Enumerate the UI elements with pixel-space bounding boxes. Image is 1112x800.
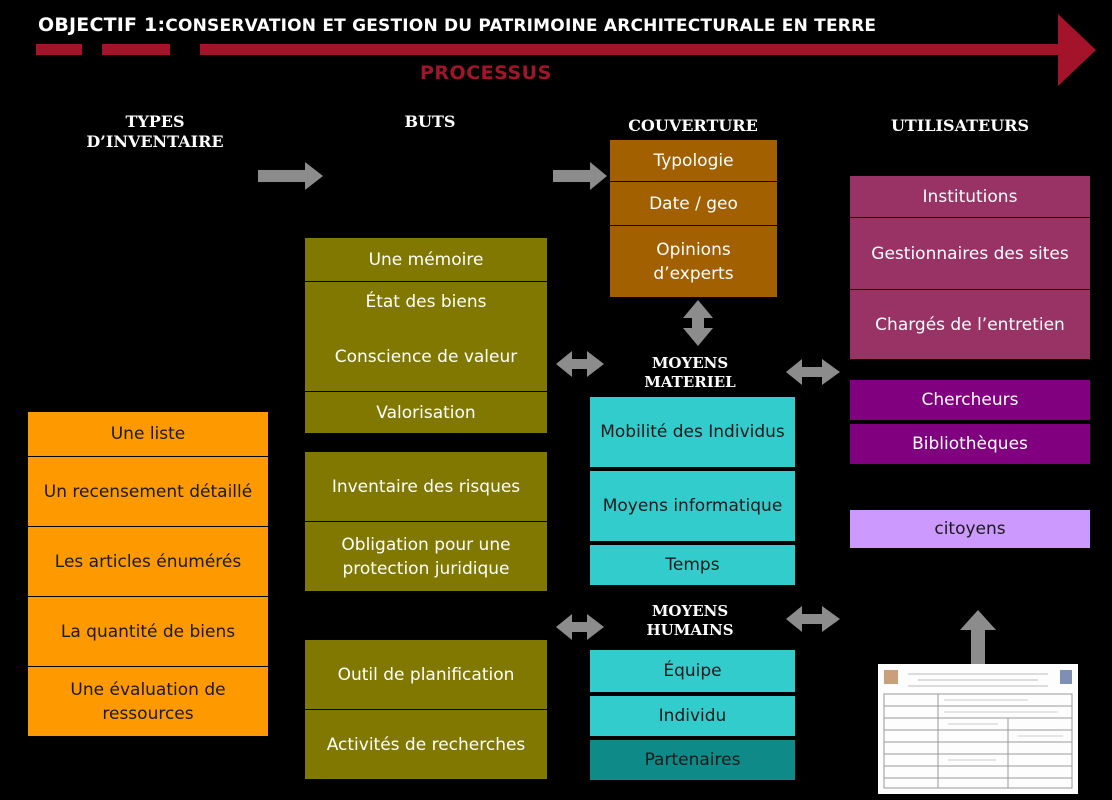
utilisateurs-item: Institutions xyxy=(850,176,1090,218)
utilisateurs-item: citoyens xyxy=(850,510,1090,548)
types-item: La quantité de biens xyxy=(28,597,268,667)
utilisateurs-item: Bibliothèques xyxy=(850,424,1090,464)
header-types-text: TYPES D’INVENTAIRE xyxy=(86,112,224,151)
moyens-humains-label: MOYENS HUMAINS xyxy=(646,602,734,639)
buts-item: Une mémoire xyxy=(305,238,547,282)
utilisateurs-item: Chargés de l’entretien xyxy=(850,290,1090,360)
title-subject: CONSERVATION ET GESTION DU PATRIMOINE AR… xyxy=(165,16,877,36)
arrow-humains-utilisateurs xyxy=(786,606,840,632)
couverture-item: Date / geo xyxy=(610,182,777,226)
diagram-title: OBJECTIF 1:CONSERVATION ET GESTION DU PA… xyxy=(38,14,876,36)
buts-item: Conscience de valeur xyxy=(305,322,547,392)
couverture-item: Opinions d’experts xyxy=(610,226,777,298)
utilisateurs-item: Chercheurs xyxy=(850,380,1090,420)
header-buts: BUTS xyxy=(404,112,456,131)
couverture-item: Typologie xyxy=(610,140,777,182)
buts-item: Obligation pour une protection juridique xyxy=(305,522,547,592)
arrow-types-to-buts xyxy=(258,162,323,190)
materiel-item: Moyens informatique xyxy=(590,471,795,543)
moyens-materiel-label: MOYENS MATERIEL xyxy=(644,354,736,391)
buts-item: État des biens xyxy=(305,282,547,322)
inventory-form-drawing xyxy=(883,670,1073,789)
materiel-item: Temps xyxy=(590,545,795,585)
humains-item: Équipe xyxy=(590,650,795,694)
utilisateurs-item: Gestionnaires des sites xyxy=(850,218,1090,290)
arrow-materiel-utilisateurs xyxy=(786,359,840,385)
title-objective: OBJECTIF 1: xyxy=(38,14,166,36)
types-item: Une évaluation de ressources xyxy=(28,667,268,737)
arrow-buts-humains xyxy=(556,614,604,640)
arrow-couverture-materiel xyxy=(683,300,713,346)
accent-bar-2 xyxy=(102,44,170,55)
header-couverture: COUVERTURE xyxy=(628,116,758,135)
types-item: Un recensement détaillé xyxy=(28,457,268,527)
arrow-buts-materiel xyxy=(556,351,604,377)
buts-item: Valorisation xyxy=(305,392,547,434)
process-label: PROCESSUS xyxy=(420,62,552,84)
header-utilisateurs: UTILISATEURS xyxy=(890,116,1030,135)
accent-bar-1 xyxy=(36,44,82,55)
buts-item: Activités de recherches xyxy=(305,710,547,780)
buts-item: Outil de planification xyxy=(305,640,547,710)
arrow-buts-to-couverture xyxy=(553,162,607,190)
humains-item: Individu xyxy=(590,696,795,738)
buts-item: Inventaire des risques xyxy=(305,452,547,522)
types-item: Les articles énumérés xyxy=(28,527,268,597)
materiel-item: Mobilité des Individus xyxy=(590,397,795,469)
humains-item: Partenaires xyxy=(590,740,795,780)
inventory-form-image xyxy=(878,664,1078,794)
types-item: Une liste xyxy=(28,412,268,457)
header-types-inventaire: TYPES D’INVENTAIRE xyxy=(70,112,240,152)
